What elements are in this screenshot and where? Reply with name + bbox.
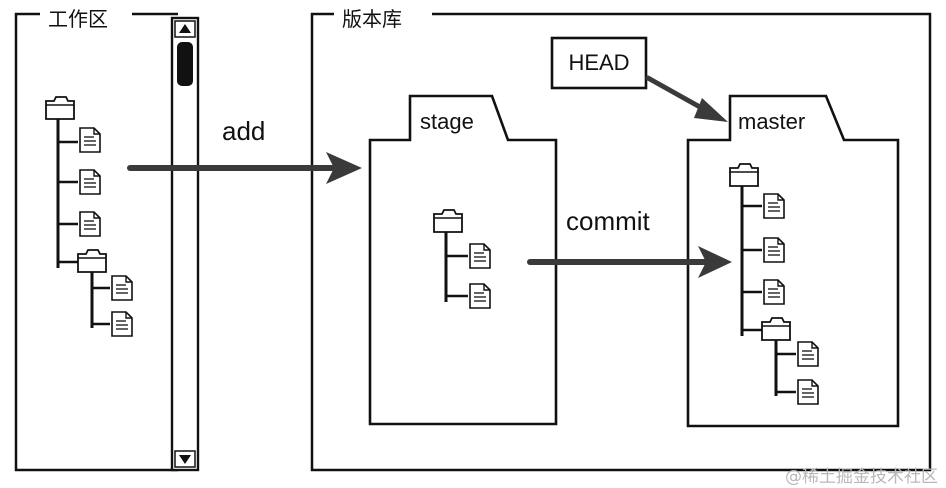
master-folder: master xyxy=(686,94,900,428)
head-arrow xyxy=(645,75,728,122)
file-icon xyxy=(763,193,785,219)
file-icon xyxy=(469,243,491,269)
head-label: HEAD xyxy=(568,50,629,75)
folder-icon xyxy=(729,163,759,187)
workspace-panel: 工作区 xyxy=(14,7,178,472)
file-icon xyxy=(79,169,101,195)
file-icon xyxy=(79,211,101,237)
workspace-file-tree xyxy=(45,96,133,337)
commit-label: commit xyxy=(566,206,651,236)
file-icon xyxy=(763,279,785,305)
head-pointer: HEAD xyxy=(550,36,648,90)
scroll-thumb[interactable] xyxy=(177,42,193,86)
folder-icon xyxy=(45,96,75,120)
scroll-up-arrow-icon xyxy=(179,24,191,33)
master-label: master xyxy=(738,109,805,134)
commit-arrow: commit xyxy=(527,206,732,278)
folder-icon xyxy=(761,317,791,341)
add-arrow: add xyxy=(127,116,362,184)
file-icon xyxy=(79,127,101,153)
file-icon xyxy=(763,237,785,263)
stage-folder: stage xyxy=(368,94,558,426)
repository-title: 版本库 xyxy=(342,7,402,31)
scrollbar[interactable] xyxy=(170,16,200,472)
file-icon xyxy=(797,379,819,405)
folder-icon xyxy=(433,209,463,233)
file-icon xyxy=(797,341,819,367)
add-label: add xyxy=(222,116,265,146)
workspace-title: 工作区 xyxy=(48,7,108,31)
stage-label: stage xyxy=(420,109,474,134)
repository-panel: 版本库 xyxy=(310,7,932,472)
folder-icon xyxy=(77,249,107,273)
watermark: @稀土掘金技术社区 xyxy=(785,467,938,487)
file-icon xyxy=(111,275,133,301)
file-icon xyxy=(469,283,491,309)
scroll-down-arrow-icon xyxy=(179,455,191,464)
file-icon xyxy=(111,311,133,337)
